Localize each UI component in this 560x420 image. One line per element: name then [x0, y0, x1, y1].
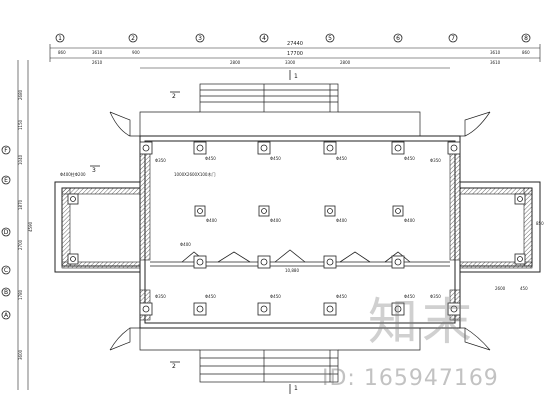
svg-text:6: 6 — [396, 35, 400, 42]
axis-bubbles-left — [1, 145, 11, 320]
svg-text:1780: 1780 — [18, 289, 23, 300]
svg-text:2600: 2600 — [495, 286, 506, 291]
svg-text:Φ400: Φ400 — [180, 242, 191, 247]
svg-text:2800: 2800 — [230, 60, 241, 65]
svg-text:900: 900 — [132, 50, 140, 55]
top-dimension-lines — [49, 44, 541, 69]
svg-text:Φ400: Φ400 — [270, 218, 281, 223]
section-mark-2-bottom: 2 — [172, 363, 176, 370]
svg-text:2680: 2680 — [18, 89, 23, 100]
svg-text:3600: 3600 — [18, 349, 23, 360]
svg-text:2610: 2610 — [92, 60, 103, 65]
left-dimension-lines — [17, 60, 29, 390]
svg-text:A: A — [4, 312, 9, 319]
svg-text:Φ450: Φ450 — [270, 294, 281, 299]
svg-text:Φ350: Φ350 — [430, 294, 441, 299]
svg-text:Φ450: Φ450 — [270, 156, 281, 161]
door-label: 1000X2600X100木门 — [174, 171, 215, 177]
top-dims-row: 860 3610 900 2800 3300 2800 3610 860 261… — [58, 50, 530, 65]
svg-text:2700: 2700 — [18, 239, 23, 250]
watermark-logo: 知末 — [368, 293, 476, 351]
svg-text:3300: 3300 — [285, 60, 296, 65]
svg-text:860: 860 — [58, 50, 66, 55]
bottom-platform — [199, 349, 339, 383]
svg-text:Φ450: Φ450 — [205, 156, 216, 161]
column-labels: Φ350 Φ450 Φ450 Φ450 Φ450 Φ350 Φ400 Φ400 … — [155, 156, 441, 299]
svg-text:1040: 1040 — [18, 154, 23, 165]
svg-text:1150: 1150 — [18, 119, 23, 130]
top-platform — [199, 83, 339, 113]
axis-numbers-top: 1 2 3 4 5 6 7 8 — [58, 35, 528, 42]
svg-text:1: 1 — [58, 35, 62, 42]
columns — [67, 141, 526, 316]
svg-text:3610: 3610 — [490, 60, 501, 65]
svg-text:Φ450: Φ450 — [205, 294, 216, 299]
svg-text:Φ400: Φ400 — [404, 218, 415, 223]
axis-bubbles-top — [55, 33, 531, 43]
second-dimension: 17700 — [287, 51, 303, 57]
svg-text:850: 850 — [536, 221, 544, 226]
svg-text:450: 450 — [520, 286, 528, 291]
section-mark-1-top: 1 — [294, 73, 298, 80]
svg-text:Φ350: Φ350 — [155, 294, 166, 299]
left-dims: 2680 1150 1040 1870 4590 2700 1780 3600 — [18, 89, 33, 360]
svg-text:4: 4 — [262, 35, 266, 42]
svg-text:E: E — [4, 177, 8, 184]
svg-text:3610: 3610 — [92, 50, 103, 55]
svg-text:B: B — [4, 289, 8, 296]
svg-text:Φ350: Φ350 — [430, 158, 441, 163]
svg-text:1870: 1870 — [18, 199, 23, 210]
svg-text:5: 5 — [328, 35, 332, 42]
svg-text:Φ400: Φ400 — [336, 218, 347, 223]
svg-text:4590: 4590 — [28, 221, 33, 232]
svg-text:3: 3 — [198, 35, 202, 42]
axis-letters-left: F E D C B A — [4, 147, 9, 319]
wing-label: Φ400柱Φ200 — [60, 171, 86, 177]
svg-text:Φ350: Φ350 — [155, 158, 166, 163]
section-mark-1-bottom: 1 — [294, 385, 298, 392]
svg-text:3610: 3610 — [490, 50, 501, 55]
watermark-id: ID: 165947169 — [322, 366, 499, 391]
svg-text:Φ450: Φ450 — [404, 156, 415, 161]
section-mark-3: 3 — [92, 167, 96, 174]
svg-text:7: 7 — [451, 35, 455, 42]
svg-text:C: C — [4, 267, 8, 274]
corridor-dimension: 10,880 — [285, 268, 299, 273]
overall-dimension: 27440 — [287, 41, 303, 47]
svg-text:8: 8 — [524, 35, 528, 42]
section-marks — [90, 70, 291, 394]
svg-text:2800: 2800 — [340, 60, 351, 65]
svg-text:Φ450: Φ450 — [336, 156, 347, 161]
svg-text:F: F — [4, 147, 8, 154]
right-dims: 850 2600 450 — [495, 221, 544, 291]
svg-text:Φ450: Φ450 — [336, 294, 347, 299]
svg-text:Φ450: Φ450 — [404, 294, 415, 299]
svg-text:Φ400: Φ400 — [206, 218, 217, 223]
section-mark-2-top: 2 — [172, 93, 176, 100]
svg-text:D: D — [4, 229, 9, 236]
svg-text:860: 860 — [522, 50, 530, 55]
svg-text:2: 2 — [131, 35, 135, 42]
